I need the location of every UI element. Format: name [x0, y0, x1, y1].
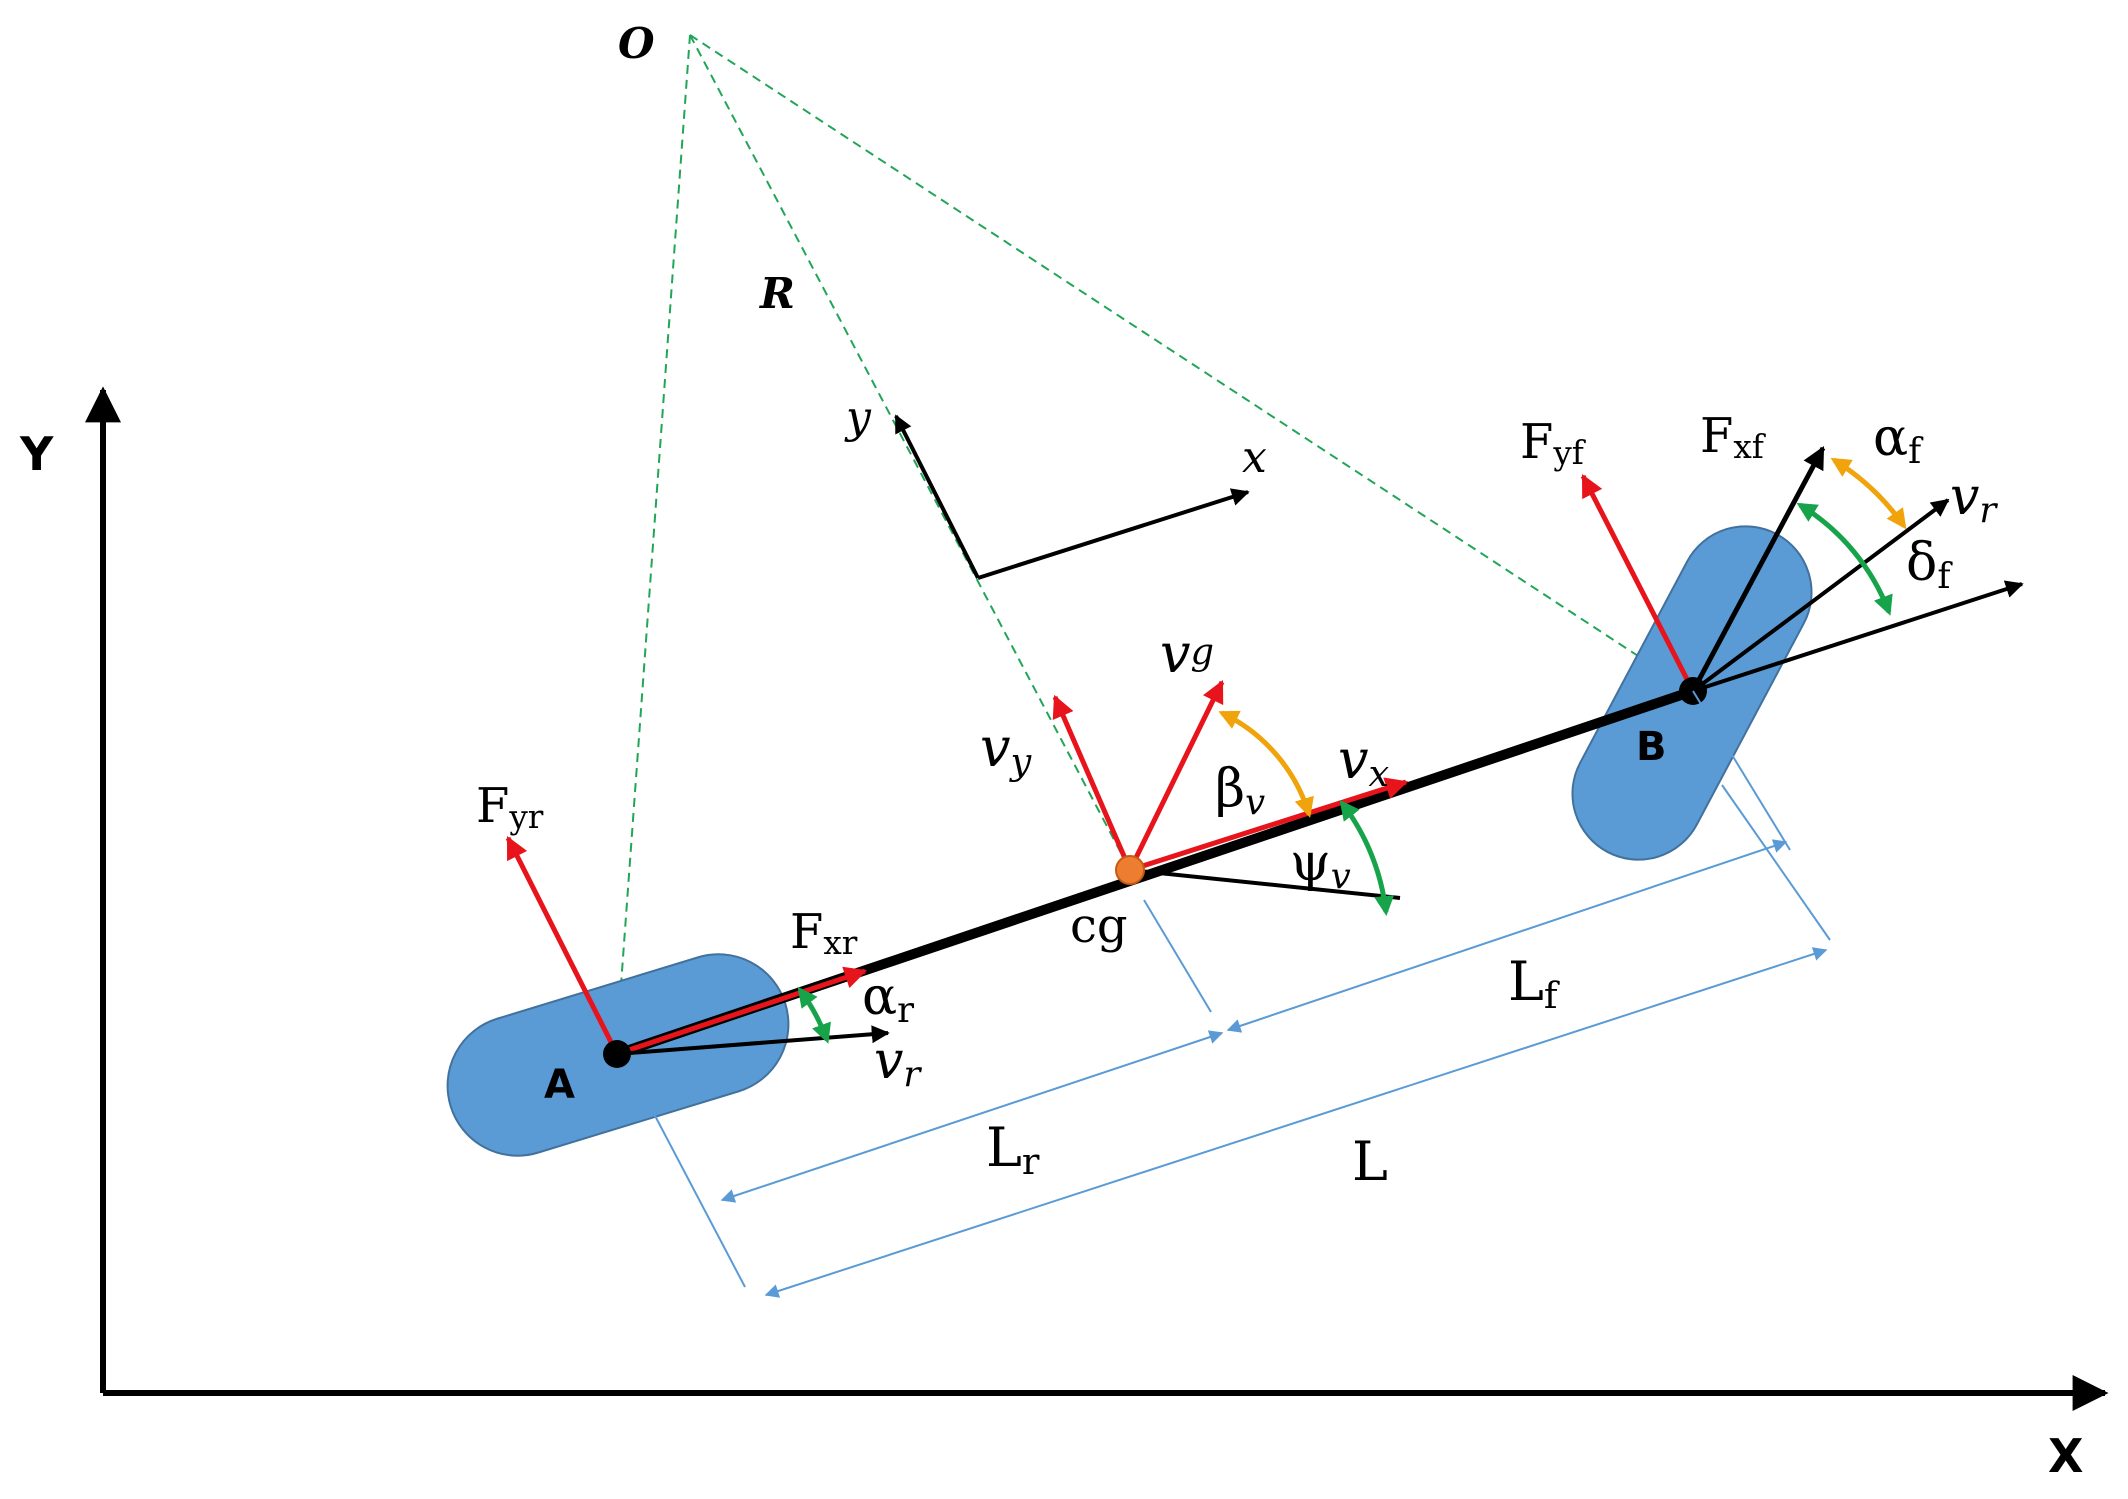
front-steer-angle-arc — [1796, 502, 1893, 616]
front-length-label: Lf — [1508, 950, 1560, 1017]
front-slip-angle-arc — [1830, 457, 1907, 530]
cg-longitudinal-velocity-label: vx — [1338, 728, 1390, 795]
radius-line-front — [689, 34, 1691, 691]
front-steer-angle-label: δf — [1906, 533, 1953, 597]
front-longitudinal-force-arrow — [1690, 446, 1826, 693]
rear-length-label: Lr — [986, 1116, 1040, 1183]
cg-reference-line — [1129, 868, 1401, 900]
rear-slip-angle-arc — [797, 986, 831, 1044]
cg-label: cg — [1070, 898, 1128, 954]
cg-point — [1115, 855, 1145, 885]
radius-line-cg — [689, 34, 1131, 871]
front-longitudinal-force-label: Fxf — [1700, 408, 1767, 466]
body-y-label: y — [844, 392, 872, 443]
dim-line-rear — [720, 1030, 1224, 1203]
dim-line-wheelbase — [764, 947, 1828, 1298]
global-axes: X Y — [19, 386, 2109, 1483]
rear-point-label: A — [544, 1062, 575, 1108]
global-y-label: Y — [19, 427, 54, 481]
rear-lateral-force-arrow — [505, 835, 620, 1056]
body-y-axis — [894, 414, 980, 579]
body-x-label: x — [1242, 432, 1267, 483]
front-lateral-force-arrow — [1580, 473, 1696, 693]
center-o-label: O — [618, 19, 655, 68]
cg-total-velocity-arrow — [1127, 679, 1225, 872]
cg-longitudinal-velocity-arrow — [1129, 777, 1409, 873]
global-x-label: X — [2048, 1429, 2083, 1483]
rear-slip-angle-label: αr — [862, 967, 914, 1031]
radius-r-label: R — [759, 269, 795, 318]
cg-lateral-velocity-label: vy — [980, 716, 1033, 783]
dim-extension-cg — [1143, 899, 1212, 1013]
front-heading-arrow — [1692, 580, 2024, 693]
turning-construction-lines — [616, 34, 1691, 1041]
body-x-axis — [977, 488, 1250, 580]
front-lateral-force-label: Fyf — [1520, 414, 1587, 472]
rear-lateral-force-label: Fyr — [476, 778, 544, 836]
radius-line-rear — [616, 34, 691, 1041]
body-slip-angle-arc — [1218, 710, 1314, 818]
dim-extension-rear — [651, 1109, 746, 1288]
body-axes: x y — [844, 392, 1267, 580]
dim-extension-front-axle — [1692, 690, 1791, 851]
wheelbase-label: L — [1352, 1130, 1388, 1193]
dim-extension-front-wheel — [1721, 784, 1831, 941]
rear-axle-point — [603, 1040, 631, 1068]
dimension-lines — [651, 690, 1831, 1298]
front-point-label: B — [1636, 724, 1667, 770]
front-wheel-velocity-label: vr — [1950, 467, 1998, 531]
rear-longitudinal-force-label: Fxr — [790, 904, 858, 962]
yaw-angle-label: ψv — [1290, 833, 1351, 897]
body-slip-angle-label: βv — [1215, 759, 1265, 823]
rear-wheel-velocity-label: vr — [874, 1031, 922, 1095]
cg-total-velocity-label: vg — [1160, 622, 1214, 685]
cg-lateral-velocity-arrow — [1052, 694, 1133, 871]
front-slip-angle-label: αf — [1873, 408, 1924, 472]
